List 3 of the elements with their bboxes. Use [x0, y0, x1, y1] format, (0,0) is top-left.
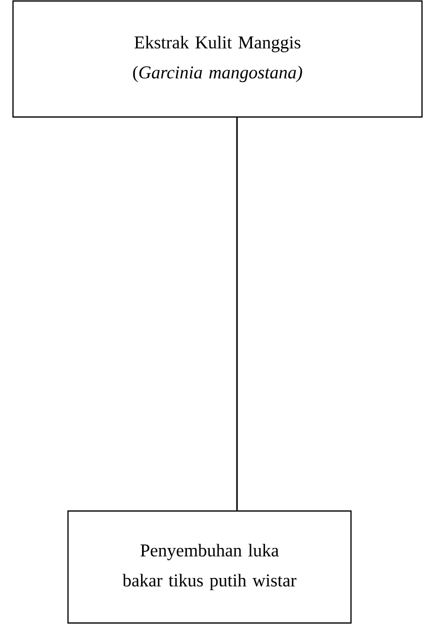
connector-line: [236, 118, 238, 510]
text-box: Ekstrak Kulit Manggis (Garcinia mangostana): [12, 0, 423, 118]
text-box: Penyembuhan luka bakar tikus putih wistar: [67, 510, 352, 624]
